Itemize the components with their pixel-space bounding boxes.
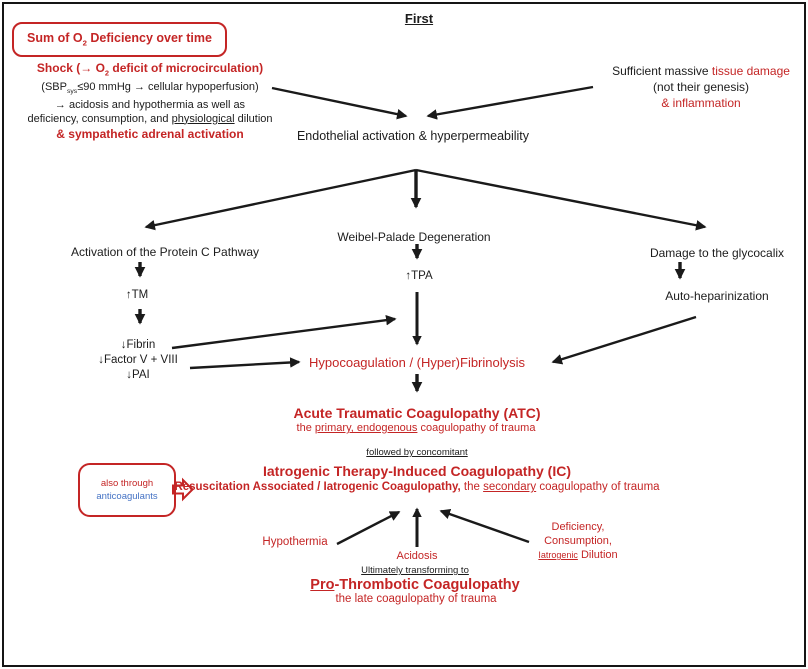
deficiency-group: Deficiency, Consumption, Iatrogenic Dilu… xyxy=(538,520,617,562)
tm-label: ↑TM xyxy=(125,289,149,301)
ultimately-transforming-label: Ultimately transforming to xyxy=(361,565,469,576)
followed-by-label: followed by concomitant xyxy=(366,447,468,458)
auto-heparinization-label: Auto-heparinization xyxy=(665,289,769,303)
arrow-shock-to-endothelial xyxy=(271,86,408,120)
hypothermia-label: Hypothermia xyxy=(262,536,328,548)
ic-subtitle: Resuscitation Associated / Iatrogenic Co… xyxy=(174,481,660,493)
shock-line3: → acidosis and hypothermia as well as xyxy=(54,99,246,112)
pai-label: ↓PAI xyxy=(126,369,150,381)
factor-label: ↓Factor V + VIII xyxy=(98,354,178,366)
pro-thrombotic-subtitle: the late coagulopathy of trauma xyxy=(335,593,497,605)
dilution-label: Iatrogenic Dilution xyxy=(538,549,618,561)
anticoagulants-box: also through anticoagulants xyxy=(78,463,176,517)
endothelial-activation-label: Endothelial activation & hyperpermeabili… xyxy=(296,129,530,143)
hypocoagulation-label: Hypocoagulation / (Hyper)Fibrinolysis xyxy=(308,355,526,370)
page-title: First xyxy=(404,11,434,26)
shock-line2: (SBPsys≤90 mmHg → cellular hypoperfusion… xyxy=(41,81,259,96)
atc-subtitle: the primary, endogenous coagulopathy of … xyxy=(296,422,536,434)
shock-line4: deficiency, consumption, and physiologic… xyxy=(27,112,273,125)
oxygen-box-label: Sum of O2 Deficiency over time xyxy=(27,31,212,48)
shock-text-block: Shock (→ O2 deficit of microcirculation)… xyxy=(27,60,272,142)
arrow-deficiency-to-ic xyxy=(439,509,530,544)
arrow-to-protein-c xyxy=(144,168,417,231)
atc-title: Acute Traumatic Coagulopathy (ATC) xyxy=(293,405,541,421)
weibel-palade-label: Weibel-Palade Degeneration xyxy=(337,230,491,244)
tissue-line3: & inflammation xyxy=(661,96,741,110)
fibrin-label: ↓Fibrin xyxy=(120,339,156,351)
deficiency-label: Deficiency, xyxy=(551,521,605,533)
tissue-line2: (not their genesis) xyxy=(652,80,750,94)
tissue-line1: Sufficient massive tissue damage xyxy=(612,64,790,78)
protein-c-pathway-label: Activation of the Protein C Pathway xyxy=(70,245,260,259)
pro-thrombotic-title: Pro-Thrombotic Coagulopathy xyxy=(310,577,520,593)
arrow-to-glycocalyx xyxy=(415,168,707,231)
tissue-damage-block: Sufficient massive tissue damage (not th… xyxy=(612,63,790,111)
tpa-label: ↑TPA xyxy=(405,270,433,282)
shock-line1: Shock (→ O2 deficit of microcirculation) xyxy=(36,61,264,78)
anticoagulants-box-line1: also through xyxy=(100,478,154,489)
arrow-fibrin-to-center xyxy=(171,314,397,350)
fibrin-factor-group: ↓Fibrin ↓Factor V + VIII ↓PAI xyxy=(98,338,178,383)
arrow-factor-to-hypocoagulation xyxy=(189,357,301,370)
arrow-hypothermia-to-ic xyxy=(336,510,401,546)
anticoagulants-box-line2: anticoagulants xyxy=(96,491,158,502)
arrow-tissue-to-endothelial xyxy=(426,85,594,120)
oxygen-deficiency-box: Sum of O2 Deficiency over time xyxy=(12,22,227,57)
glycocalyx-label: Damage to the glycocalix xyxy=(649,246,785,260)
arrow-autoheparinization-to-hypocoagulation xyxy=(551,315,697,365)
consumption-label: Consumption, xyxy=(544,535,612,547)
shock-line5: & sympathetic adrenal activation xyxy=(56,127,244,142)
ic-title: Iatrogenic Therapy-Induced Coagulopathy … xyxy=(262,463,572,479)
acidosis-label: Acidosis xyxy=(396,550,438,562)
